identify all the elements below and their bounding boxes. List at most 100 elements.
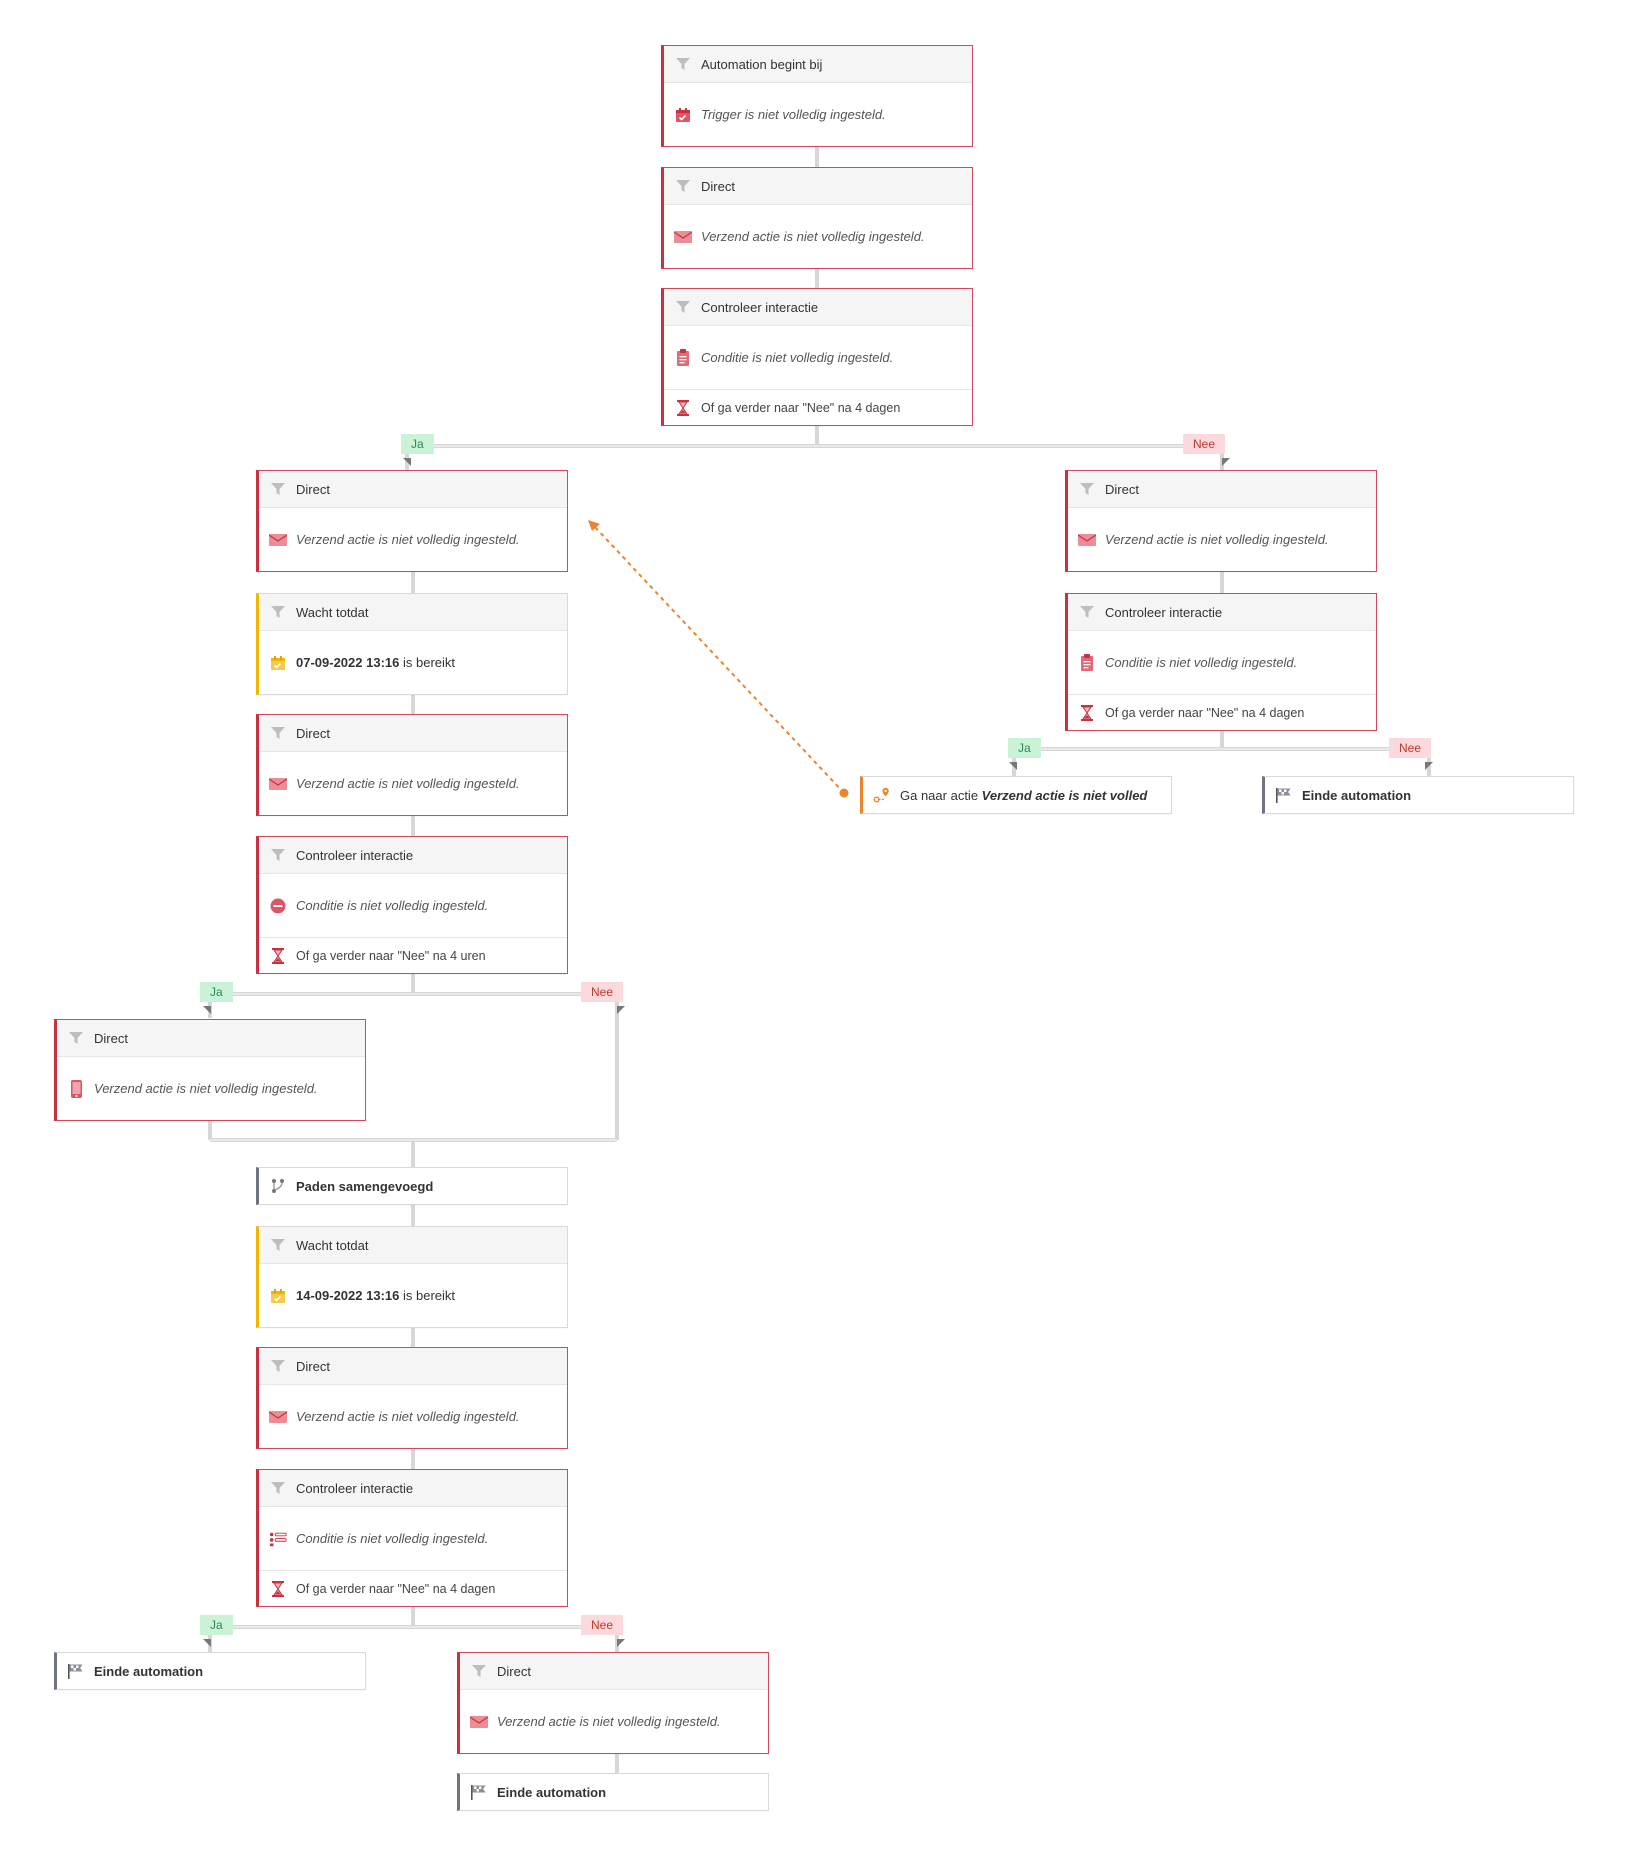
send-action-card[interactable]: Direct Verzend actie is niet volledig in… [256, 714, 568, 816]
check-interaction-card[interactable]: Controleer interactie Conditie is niet v… [256, 1469, 568, 1607]
merge-icon [269, 1177, 287, 1195]
funnel-icon [269, 1236, 287, 1254]
send-action-card[interactable]: Direct Verzend actie is niet volledig in… [457, 1652, 769, 1754]
wait-until-card[interactable]: Wacht totdat 07-09-2022 13:16 is bereikt [256, 593, 568, 695]
card-title: Direct [701, 178, 735, 194]
card-title: Controleer interactie [296, 1480, 414, 1496]
branch-no-label: Nee [581, 982, 624, 1002]
send-action-card[interactable]: Direct Verzend actie is niet volledig in… [256, 470, 568, 572]
wait-suffix: is bereikt [402, 1288, 456, 1303]
check-interaction-card[interactable]: Controleer interactie Conditie is niet v… [1065, 593, 1377, 731]
end-automation-card[interactable]: Einde automation [457, 1773, 769, 1811]
card-status: Verzend actie is niet volledig ingesteld… [1105, 532, 1329, 547]
envelope-icon [269, 775, 287, 793]
branch-yes-label: Ja [401, 434, 434, 454]
calendar-icon [674, 106, 692, 124]
card-status: Verzend actie is niet volledig ingesteld… [296, 532, 520, 547]
goto-target[interactable]: Verzend actie is niet volled [981, 787, 1148, 803]
finish-flag-icon [1275, 786, 1293, 804]
wait-suffix: is bereikt [402, 655, 456, 670]
card-title: Einde automation [1302, 787, 1412, 803]
clipboard-icon [674, 349, 692, 367]
card-title: Automation begint bij [701, 56, 823, 72]
calendar-icon [269, 654, 287, 672]
list-condition-icon [269, 1530, 287, 1548]
timeout-text: Of ga verder naar "Nee" na 4 dagen [701, 400, 901, 415]
goto-action-card[interactable]: Ga naar actie Verzend actie is niet voll… [860, 776, 1172, 814]
funnel-icon [470, 1662, 488, 1680]
branch-yes-label: Ja [1008, 738, 1041, 758]
card-title: Wacht totdat [296, 604, 369, 620]
send-action-card[interactable]: Direct Verzend actie is niet volledig in… [661, 167, 973, 269]
timeout-text: Of ga verder naar "Nee" na 4 dagen [296, 1581, 496, 1596]
funnel-icon [67, 1029, 85, 1047]
hourglass-icon [269, 1580, 287, 1598]
card-title: Paden samengevoegd [296, 1178, 434, 1194]
card-status: Verzend actie is niet volledig ingesteld… [296, 1409, 520, 1424]
timeout-text: Of ga verder naar "Nee" na 4 dagen [1105, 705, 1305, 720]
end-automation-card[interactable]: Einde automation [54, 1652, 366, 1690]
card-title: Direct [296, 481, 330, 497]
card-title: Direct [296, 1358, 330, 1374]
branch-yes-label: Ja [200, 1615, 233, 1635]
funnel-icon [1078, 480, 1096, 498]
hourglass-icon [1078, 704, 1096, 722]
card-status: Trigger is niet volledig ingesteld. [701, 107, 886, 122]
funnel-icon [674, 298, 692, 316]
funnel-icon [269, 603, 287, 621]
card-title: Direct [1105, 481, 1139, 497]
card-title: Direct [94, 1030, 128, 1046]
timeout-text: Of ga verder naar "Nee" na 4 uren [296, 948, 486, 963]
branch-no-label: Nee [1183, 434, 1226, 454]
minus-circle-icon [269, 897, 287, 915]
wait-date: 14-09-2022 13:16 [296, 1288, 400, 1303]
envelope-icon [269, 531, 287, 549]
wait-until-card[interactable]: Wacht totdat 14-09-2022 13:16 is bereikt [256, 1226, 568, 1328]
branch-no-label: Nee [581, 1615, 624, 1635]
funnel-icon [674, 55, 692, 73]
sms-phone-icon [67, 1079, 85, 1098]
clipboard-icon [1078, 654, 1096, 672]
envelope-icon [674, 228, 692, 246]
card-status: Verzend actie is niet volledig ingesteld… [94, 1081, 318, 1096]
calendar-icon [269, 1287, 287, 1305]
envelope-icon [470, 1713, 488, 1731]
card-status: Conditie is niet volledig ingesteld. [701, 350, 894, 365]
branch-no-label: Nee [1389, 738, 1432, 758]
card-status: Conditie is niet volledig ingesteld. [296, 1531, 489, 1546]
finish-flag-icon [470, 1783, 488, 1801]
check-interaction-card[interactable]: Controleer interactie Conditie is niet v… [661, 288, 973, 426]
paths-merged-card[interactable]: Paden samengevoegd [256, 1167, 568, 1205]
trigger-card[interactable]: Automation begint bij Trigger is niet vo… [661, 45, 973, 147]
goto-location-icon [873, 786, 891, 804]
card-status: Verzend actie is niet volledig ingesteld… [296, 776, 520, 791]
card-title: Direct [497, 1663, 531, 1679]
funnel-icon [1078, 603, 1096, 621]
funnel-icon [269, 1357, 287, 1375]
goto-arrow [593, 525, 845, 794]
funnel-icon [674, 177, 692, 195]
check-interaction-card[interactable]: Controleer interactie Conditie is niet v… [256, 836, 568, 974]
funnel-icon [269, 724, 287, 742]
send-sms-card[interactable]: Direct Verzend actie is niet volledig in… [54, 1019, 366, 1121]
wait-date: 07-09-2022 13:16 [296, 655, 400, 670]
card-status: Verzend actie is niet volledig ingesteld… [701, 229, 925, 244]
card-title: Controleer interactie [701, 299, 819, 315]
end-automation-card[interactable]: Einde automation [1262, 776, 1574, 814]
envelope-icon [269, 1408, 287, 1426]
send-action-card[interactable]: Direct Verzend actie is niet volledig in… [1065, 470, 1377, 572]
hourglass-icon [674, 399, 692, 417]
goto-prefix: Ga naar actie [900, 787, 979, 803]
send-action-card[interactable]: Direct Verzend actie is niet volledig in… [256, 1347, 568, 1449]
card-title: Direct [296, 725, 330, 741]
funnel-icon [269, 480, 287, 498]
card-title: Einde automation [497, 1784, 607, 1800]
card-title: Controleer interactie [1105, 604, 1223, 620]
card-title: Wacht totdat [296, 1237, 369, 1253]
funnel-icon [269, 1479, 287, 1497]
branch-yes-label: Ja [200, 982, 233, 1002]
card-status: Verzend actie is niet volledig ingesteld… [497, 1714, 721, 1729]
card-status: Conditie is niet volledig ingesteld. [1105, 655, 1298, 670]
